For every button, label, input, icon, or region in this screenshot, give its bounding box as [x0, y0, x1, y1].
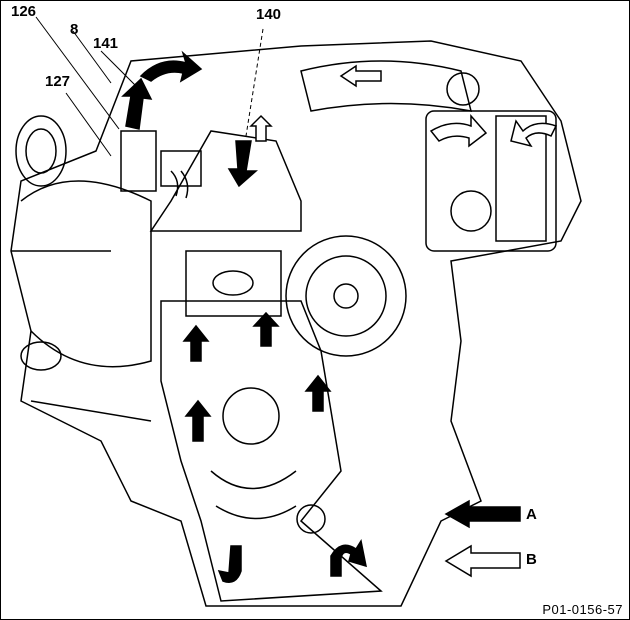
- engine-block: [10, 40, 582, 607]
- legend-arrow-a: [444, 499, 521, 529]
- flow-arrows: [121, 50, 367, 583]
- flow-arrows-outline: [249, 64, 558, 148]
- figure-code: P01-0156-57: [542, 602, 623, 617]
- callout-8: 8: [70, 21, 79, 38]
- legend-label-b: B: [526, 551, 537, 568]
- callout-141: 141: [93, 35, 119, 52]
- callout-140: 140: [256, 6, 282, 23]
- callout-126: 126: [11, 3, 37, 20]
- legend-arrow-b: [444, 544, 521, 578]
- legend-label-a: A: [526, 506, 537, 523]
- callout-127: 127: [45, 73, 71, 90]
- leader-lines: [35, 16, 264, 157]
